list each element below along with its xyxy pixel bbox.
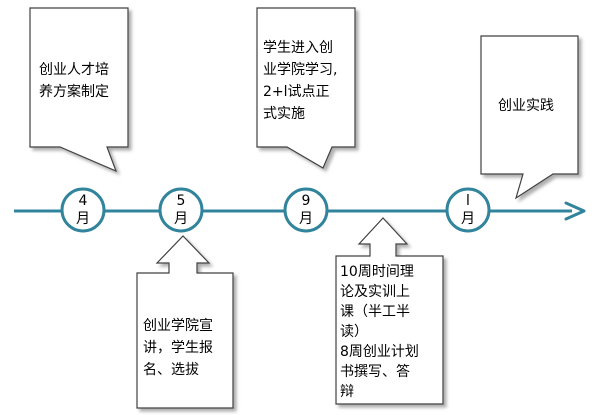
node-label-3: 9 月 bbox=[299, 193, 313, 227]
timeline-node-1 bbox=[60, 187, 106, 233]
callout-bottom-2 bbox=[335, 217, 444, 405]
callout-bottom-1 bbox=[136, 235, 234, 409]
callout-bottom-2-text: 10周时间理 论及实训上 课（半工半 读） 8周创业计划 书撰写、答 辩 bbox=[340, 264, 419, 400]
node-label-1: 4 月 bbox=[76, 193, 90, 227]
node-label-4: l 月 bbox=[461, 193, 475, 227]
callout-top-2-text: 学生进入创 业学院学习, 2+l试点正 式实施 bbox=[263, 40, 338, 122]
timeline-node-3 bbox=[283, 187, 329, 233]
timeline-node-2 bbox=[158, 187, 204, 233]
timeline-node-4 bbox=[445, 187, 491, 233]
callout-top-3-text: 创业实践 bbox=[498, 98, 554, 114]
timeline-arrowhead bbox=[564, 201, 586, 221]
callout-top-3 bbox=[480, 35, 579, 200]
callout-top-1-text: 创业人才培 养方案制定 bbox=[39, 62, 109, 100]
callout-bottom-1-text: 创业学院宣 讲，学生报 名、选拔 bbox=[143, 318, 213, 378]
callout-top-1 bbox=[29, 7, 129, 173]
callout-top-2 bbox=[256, 7, 356, 169]
node-label-2: 5 月 bbox=[174, 193, 188, 227]
